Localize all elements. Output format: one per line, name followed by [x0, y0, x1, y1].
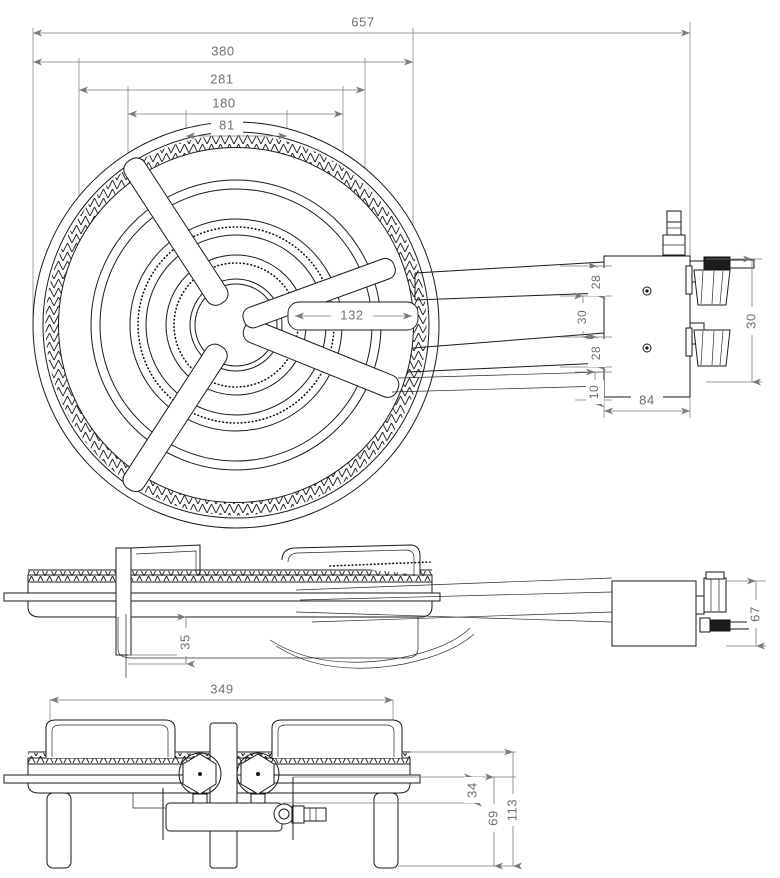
- burner-drop-curve: [269, 627, 471, 663]
- support-arm-upper-left: [122, 343, 228, 493]
- dim-349-text: 349: [210, 681, 234, 696]
- dim-180: 180: [128, 95, 343, 118]
- gas-inlet-nipple: [662, 210, 686, 256]
- feed-tube-upper: [414, 261, 605, 301]
- dim-657-text: 657: [351, 14, 375, 29]
- feed-tubes: [391, 261, 605, 393]
- knob-upper-shaft: [729, 259, 755, 269]
- leg-centre: [209, 722, 238, 869]
- dim-35-text: 35: [177, 634, 192, 650]
- box-screw-lower-dot: [645, 346, 649, 350]
- dim-180-text: 180: [212, 95, 236, 110]
- dim-67-text: 67: [747, 606, 762, 622]
- front-legs: [46, 722, 399, 869]
- centre-hub-bore: [194, 283, 278, 367]
- dim-10: 10: [575, 368, 612, 408]
- front-support-left-inner: [51, 724, 169, 757]
- dim-28-lower: 28: [588, 333, 606, 371]
- box-screw-upper: [642, 286, 652, 296]
- deck-serration: [28, 571, 432, 581]
- side-box-flange: [695, 595, 705, 615]
- front-support-right-inner: [277, 724, 395, 757]
- front-elevation-view: 349: [3, 681, 523, 870]
- venturi-taper-b: [311, 611, 613, 623]
- dim-30-knobspan-text: 30: [743, 313, 758, 329]
- side-support-left-hook2: [135, 550, 197, 572]
- control-knob-lower[interactable]: [685, 322, 731, 367]
- side-support-right-inner: [287, 549, 415, 574]
- dim-657: 657: [33, 14, 690, 37]
- feed-tube-thin-a: [397, 371, 605, 379]
- front-vertical-dims: 34 69 113: [282, 748, 523, 870]
- dim-281-text: 281: [210, 71, 234, 86]
- dim-132-text: 132: [340, 307, 364, 322]
- dim-132: 132: [287, 301, 419, 331]
- dim-34: 34: [464, 773, 482, 807]
- dim-35: 35: [128, 613, 195, 668]
- support-arm-lower-left: [123, 157, 229, 306]
- dim-81-text: 81: [219, 117, 235, 132]
- leg-right: [373, 792, 399, 869]
- burner-drop-curve2: [275, 633, 475, 669]
- dim-28-upper-text: 28: [589, 275, 603, 290]
- front-valve-knobs: [178, 752, 280, 804]
- dim-84: 84: [603, 392, 691, 418]
- front-knob-left[interactable]: [178, 752, 222, 804]
- side-elevation-view: 35 67: [3, 544, 766, 678]
- dim-113: 113: [503, 748, 523, 870]
- control-box: [603, 210, 755, 398]
- control-knob-upper[interactable]: [685, 256, 755, 306]
- leg-left: [46, 792, 72, 869]
- top-plan-view: 657 380 281 180 81 132: [32, 14, 762, 529]
- dim-69: 69: [485, 773, 503, 870]
- front-manifold: [132, 777, 327, 840]
- dim-10-text: 10: [587, 385, 601, 400]
- dim-69-text: 69: [485, 810, 500, 826]
- dim-84-text: 84: [639, 392, 655, 407]
- support-arm-right: [242, 319, 400, 398]
- box-screw-upper-dot: [645, 289, 649, 293]
- dim-30-knobspan: 30: [706, 255, 762, 386]
- dim-28-lower-text: 28: [589, 346, 603, 361]
- venturi-taper-a: [299, 591, 613, 601]
- side-support-left-hook: [130, 544, 201, 575]
- dim-67: 67: [726, 577, 766, 650]
- side-burner-deck: [3, 569, 441, 618]
- side-box-body: [611, 580, 697, 647]
- control-box-body: [603, 255, 691, 398]
- front-pot-supports: [45, 719, 403, 758]
- feed-tube-lower: [407, 332, 605, 373]
- side-control-box: [611, 571, 749, 647]
- dim-34-text: 34: [464, 782, 479, 798]
- side-pot-supports: [115, 544, 421, 656]
- front-knob-right[interactable]: [236, 752, 280, 804]
- manifold-hose-barb: [273, 803, 327, 825]
- dim-281: 281: [79, 71, 365, 94]
- dim-stack-tubes: 28 30 28 10: [560, 262, 612, 408]
- manifold-bracket: [132, 793, 166, 809]
- burner-rings: [32, 121, 440, 529]
- venturi-upper: [295, 577, 613, 591]
- dim-30-middle-text: 30: [575, 310, 589, 325]
- feed-tube-thin-b: [391, 385, 605, 393]
- burner-skirt: [117, 617, 419, 659]
- dim-30-middle: 30: [574, 292, 592, 341]
- box-screw-lower: [642, 343, 652, 353]
- side-venturi-assembly: [117, 561, 613, 678]
- dim-380: 380: [33, 43, 413, 66]
- side-inlet-stem: [699, 617, 749, 633]
- dim-28-upper: 28: [588, 262, 606, 300]
- manifold-bar: [165, 802, 283, 832]
- dim-380-text: 380: [211, 43, 235, 58]
- pot-support-arms: [122, 157, 400, 493]
- dim-113-text: 113: [504, 799, 519, 822]
- front-support-left: [45, 719, 176, 758]
- deck-rail: [3, 592, 441, 602]
- side-control-knob[interactable]: [703, 571, 727, 613]
- front-support-right: [271, 719, 403, 758]
- dim-81: 81: [186, 117, 287, 140]
